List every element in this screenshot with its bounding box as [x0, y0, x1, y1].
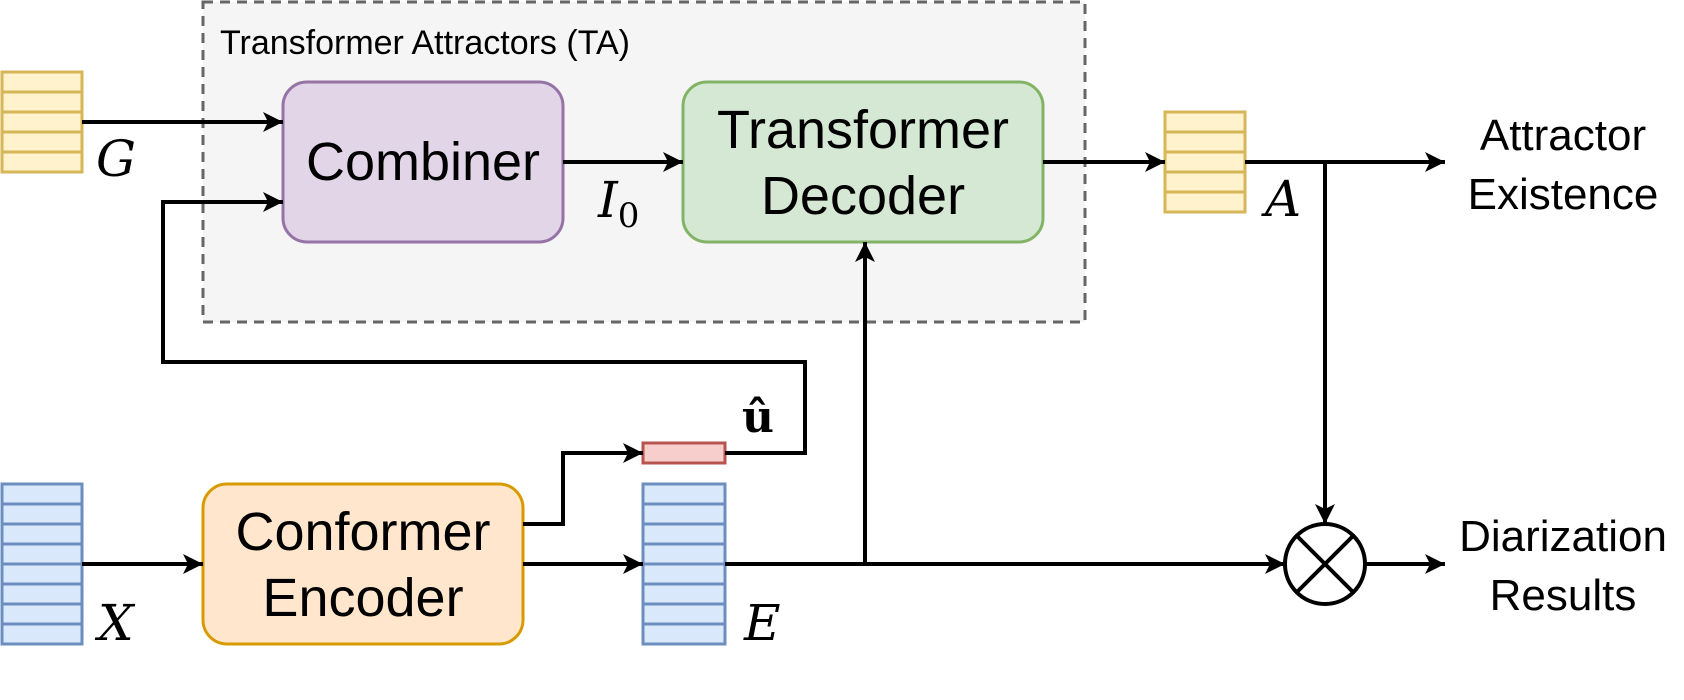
e-label: E [743, 594, 781, 652]
arrow-encoder-to-u-hat [523, 443, 643, 526]
i0-label: I0 [597, 171, 639, 236]
x-input-stack [0, 482, 84, 646]
diarization-results-line2: Results [1490, 571, 1637, 620]
a-label: A [1261, 170, 1301, 228]
u-hat-vector [641, 441, 727, 465]
attractor-existence-line2: Existence [1468, 170, 1659, 219]
a-attractor-stack [1163, 110, 1247, 214]
e-embedding-stack [641, 482, 727, 646]
u-hat-label: û [742, 392, 774, 443]
diarization-results-line1: Diarization [1459, 512, 1667, 561]
attractor-existence-line1: Attractor [1480, 111, 1646, 160]
encoder-label-line2: Encoder [262, 568, 463, 628]
arrow-u-hat-to-combiner [161, 192, 807, 455]
x-label: X [94, 594, 136, 652]
multiply-operator-icon [1283, 522, 1367, 606]
encoder-label-line1: Conformer [235, 502, 490, 562]
connectors [82, 112, 1445, 574]
g-label: G [96, 130, 136, 188]
decoder-label-line2: Decoder [761, 166, 965, 226]
decoder-label-line1: Transformer [717, 100, 1009, 160]
group-title: Transformer Attractors (TA) [220, 24, 630, 62]
combiner-label: Combiner [306, 132, 540, 192]
g-embedding-stack [0, 70, 84, 174]
